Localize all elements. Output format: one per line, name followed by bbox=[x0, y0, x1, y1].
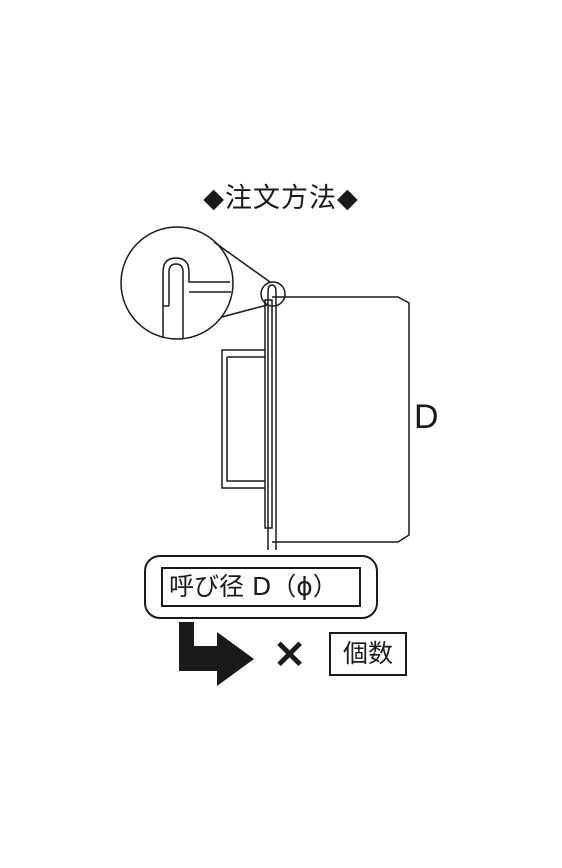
nominal-diameter-field: 呼び径 D（ϕ） bbox=[161, 567, 361, 607]
detail-target-circle bbox=[260, 281, 286, 307]
quantity-field: 個数 bbox=[329, 632, 407, 676]
spigot-inner bbox=[226, 356, 265, 482]
spigot-collar bbox=[221, 349, 265, 489]
multiply-sign: × bbox=[272, 628, 308, 677]
rolled-rim bbox=[267, 284, 277, 550]
detail-magnifier-circle bbox=[120, 226, 234, 340]
order-method-heading-text: 注文方法 bbox=[225, 183, 337, 214]
leader-line-bottom bbox=[221, 304, 268, 318]
diamond-left-icon: ◆ bbox=[203, 183, 225, 214]
diamond-right-icon: ◆ bbox=[337, 183, 359, 214]
order-arrow-icon bbox=[179, 622, 254, 686]
rim-detail-outer bbox=[162, 257, 230, 338]
size-field-frame bbox=[144, 555, 378, 619]
rim-detail-inner bbox=[168, 263, 184, 338]
order-method-title: ◆注文方法◆ bbox=[0, 176, 562, 215]
leader-line-top bbox=[213, 241, 271, 283]
body-outline bbox=[272, 296, 410, 543]
dimension-d-label: D bbox=[414, 398, 439, 436]
